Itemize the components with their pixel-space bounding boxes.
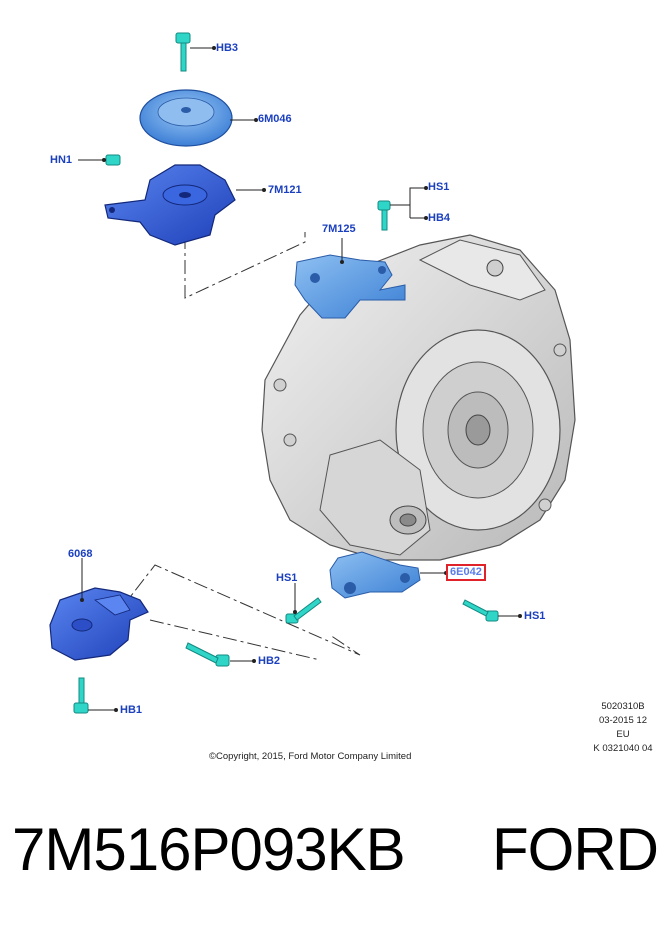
brand-name: FORD	[492, 816, 659, 883]
callout-hb4: HB4	[428, 212, 451, 224]
reference-block: 5020310B 03-2015 12 EU K 0321040 04	[578, 700, 668, 756]
bolt-hb2	[185, 642, 230, 667]
copyright-text: ©Copyright, 2015, Ford Motor Company Lim…	[209, 751, 412, 762]
bolts	[73, 32, 499, 714]
callout-6m046: 6M046	[258, 113, 292, 125]
callout-7m121: 7M121	[268, 184, 302, 196]
callout-hb3: HB3	[216, 42, 239, 54]
exploded-view-diagram	[49, 32, 576, 714]
reference-region: EU	[616, 729, 630, 740]
bracket-7m125	[294, 254, 406, 319]
torque-link-6e042	[329, 551, 421, 599]
callout-hs1-left: HS1	[276, 572, 298, 584]
bolt-hb1	[73, 677, 89, 714]
callout-hs1-top: HS1	[428, 181, 450, 193]
nut-hn1	[105, 154, 121, 166]
leader-dots	[80, 46, 522, 712]
washer-6m046	[139, 89, 233, 147]
leader-lines	[78, 47, 520, 711]
mount-7m121	[104, 164, 236, 246]
callout-6068: 6068	[68, 548, 93, 560]
reference-number: K 0321040 04	[593, 743, 653, 754]
mount-6068	[49, 587, 149, 661]
assembly-dash-lines	[119, 232, 361, 661]
callout-hs1-right: HS1	[524, 610, 546, 622]
callout-hb2: HB2	[258, 655, 281, 667]
callout-6e042-highlighted: 6E042	[446, 564, 486, 581]
bolt-hs1-hb4	[377, 200, 391, 231]
bolt-hs1-left	[285, 597, 322, 624]
part-number: 7M516P093KB	[12, 816, 406, 883]
callout-hn1: HN1	[50, 154, 73, 166]
reference-code: 5020310B	[601, 701, 645, 712]
callout-hb1: HB1	[120, 704, 143, 716]
bolt-hs1-right	[462, 599, 499, 622]
callout-7m125: 7M125	[322, 223, 356, 235]
reference-date: 03-2015 12	[598, 715, 648, 726]
bolt-hb3	[175, 32, 191, 72]
